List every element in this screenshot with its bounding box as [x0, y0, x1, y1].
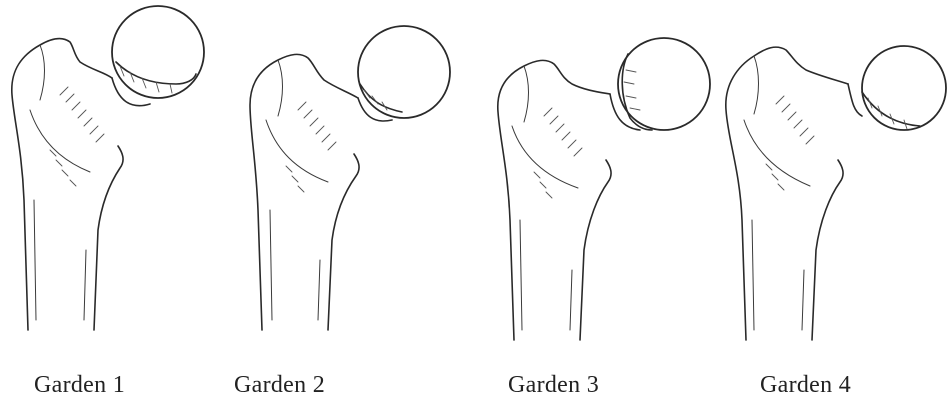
femur-drawing-garden-2	[232, 0, 462, 365]
caption-garden-1: Garden 1	[34, 372, 125, 399]
caption-garden-4: Garden 4	[760, 372, 851, 399]
femur-drawing-garden-3	[480, 0, 720, 365]
femur-svg-garden-3	[480, 0, 720, 360]
femur-svg-garden-1	[0, 0, 220, 360]
caption-garden-3: Garden 3	[508, 372, 599, 399]
caption-garden-2: Garden 2	[234, 372, 325, 399]
femur-drawing-garden-1	[0, 0, 220, 365]
femur-svg-garden-4	[712, 0, 949, 360]
femur-drawing-garden-4	[712, 0, 949, 365]
femur-svg-garden-2	[232, 0, 462, 360]
